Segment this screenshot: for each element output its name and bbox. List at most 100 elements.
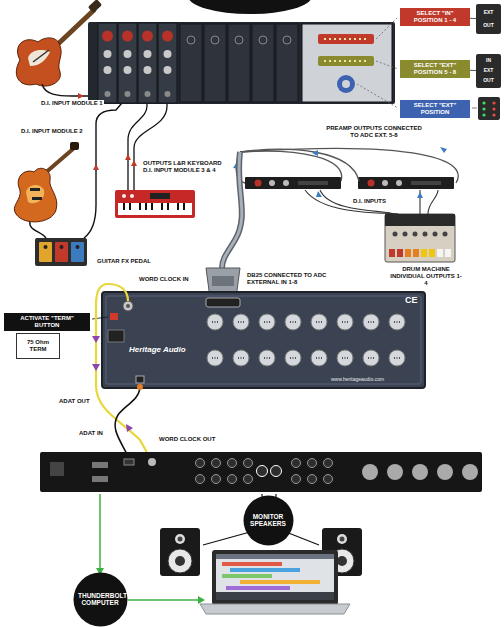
- adc-unit: [106, 296, 421, 384]
- rack-500-series: [324, 39, 368, 61]
- leader-line: [92, 317, 108, 319]
- rack-500-series: [124, 66, 132, 74]
- audio-interface: [244, 475, 253, 484]
- callout-circle: MONITOR SPEAKERS: [243, 495, 294, 546]
- label-holder: ADAT IN: [78, 430, 104, 437]
- instrument-cable: [30, 97, 127, 238]
- rack-500-series: [102, 31, 113, 42]
- rack-500-series: [98, 23, 117, 103]
- studio-monitor: [160, 528, 200, 576]
- rack-500-series: [337, 75, 355, 93]
- rack-500-series: [204, 24, 226, 102]
- electric-guitar: [32, 197, 42, 200]
- audio-interface: [196, 459, 205, 468]
- label-holder: OUTPUTS L&R KEYBOARD D.I. INPUT MODULE 3…: [142, 160, 228, 174]
- label-holder: PREAMP OUTPUTS CONNECTED TO ADC EXT. 5-8: [322, 125, 426, 139]
- preamp-output-cable: [440, 147, 447, 153]
- adc-unit: [212, 322, 400, 358]
- laptop: [222, 562, 282, 566]
- audio-interface: [196, 475, 205, 484]
- callout-label: www.heritageaudio.com: [330, 376, 385, 382]
- led-indicator-icon: [492, 113, 495, 116]
- preamp-output-cable: [233, 147, 458, 183]
- audio-interface: [257, 466, 268, 477]
- preamp-output-cable: [240, 151, 342, 181]
- drum-machine: [413, 232, 418, 237]
- adc-unit: [123, 301, 133, 311]
- drum-machine: [393, 232, 398, 237]
- drum-output-cable: [305, 190, 398, 214]
- audio-interface: [228, 475, 237, 484]
- node-text: MONITOR SPEAKERS: [248, 513, 288, 528]
- audio-interface: [308, 459, 317, 468]
- pedal-board: [39, 242, 52, 262]
- drum-output-cable: [417, 192, 423, 198]
- led-indicator-icon: [482, 113, 485, 116]
- callout-label: DB25 CONNECTED TO ADC EXTERNAL IN 1-8: [246, 272, 332, 286]
- audio-interface: [92, 476, 108, 482]
- drum-output-cable: [428, 190, 438, 214]
- node-text: EXT: [484, 10, 494, 16]
- instrument-cable: [134, 97, 167, 190]
- node-text: OUT: [483, 23, 494, 29]
- keyboard: [122, 194, 126, 198]
- led-indicator-icon: [492, 101, 495, 104]
- rack-500-series: [158, 23, 177, 103]
- audio-interface: [244, 459, 253, 468]
- studio-monitor: [337, 556, 347, 566]
- adat-cable: [137, 384, 143, 390]
- drum-machine: [443, 232, 448, 237]
- logo-cap: [188, 0, 312, 14]
- rack-500-series: [142, 31, 153, 42]
- preamp-unit: [396, 180, 402, 186]
- rack-500-series: [165, 91, 171, 97]
- label-holder: D.I. INPUT MODULE 2: [20, 128, 84, 135]
- rack-500-series: [283, 36, 291, 44]
- rack-500-series: [104, 50, 112, 58]
- rack-500-series: [105, 91, 111, 97]
- electric-guitar: [70, 142, 79, 150]
- node-text: OUT: [483, 78, 494, 84]
- drum-machine: [385, 214, 455, 226]
- callout-box: ACTIVATE "TERM" BUTTON: [4, 313, 90, 331]
- word-clock-cable: [92, 336, 100, 343]
- audio-interface: [387, 464, 403, 480]
- studio-monitor: [175, 556, 185, 566]
- led-indicator-icon: [478, 97, 500, 120]
- rack-500-series: [88, 22, 395, 104]
- pedal-board: [44, 245, 48, 249]
- laptop: [200, 604, 350, 614]
- thunderbolt-arrow: [128, 599, 198, 601]
- keyboard: [115, 190, 195, 218]
- adc-unit: [126, 304, 130, 308]
- label-holder: ADAT OUT: [58, 398, 91, 405]
- rack-500-series: [162, 31, 173, 42]
- callout-circle: THUNDERBOLT COMPUTER: [73, 572, 128, 627]
- callout-label: GUITAR FX PEDAL: [96, 258, 152, 265]
- drum-machine: [421, 249, 427, 257]
- keyboard: [115, 190, 195, 218]
- callout-label: WORD CLOCK OUT: [158, 436, 216, 443]
- node-text: IN: [486, 58, 491, 64]
- laptop: [222, 574, 272, 578]
- drum-machine: [405, 249, 411, 257]
- callout-label: Heritage Audio: [128, 345, 187, 355]
- rack-500-series: [104, 66, 112, 74]
- electric-guitar: [26, 185, 44, 203]
- callout-label: CE: [404, 295, 419, 306]
- rack-500-series: [145, 91, 151, 97]
- drum-machine: [445, 249, 451, 257]
- keyboard: [150, 193, 170, 199]
- label-holder: Heritage Audio: [128, 345, 187, 355]
- laptop: [216, 554, 334, 559]
- audio-interface: [40, 452, 482, 492]
- keyboard: [124, 203, 184, 210]
- label-holder: www.heritageaudio.com: [330, 376, 385, 382]
- preamp-unit: [245, 177, 454, 189]
- drum-output-cable: [316, 191, 322, 197]
- studio-monitor: [337, 534, 347, 544]
- studio-monitor: [168, 549, 192, 573]
- leader-line: [472, 108, 477, 109]
- keyboard: [118, 203, 192, 215]
- laptop: [216, 592, 334, 600]
